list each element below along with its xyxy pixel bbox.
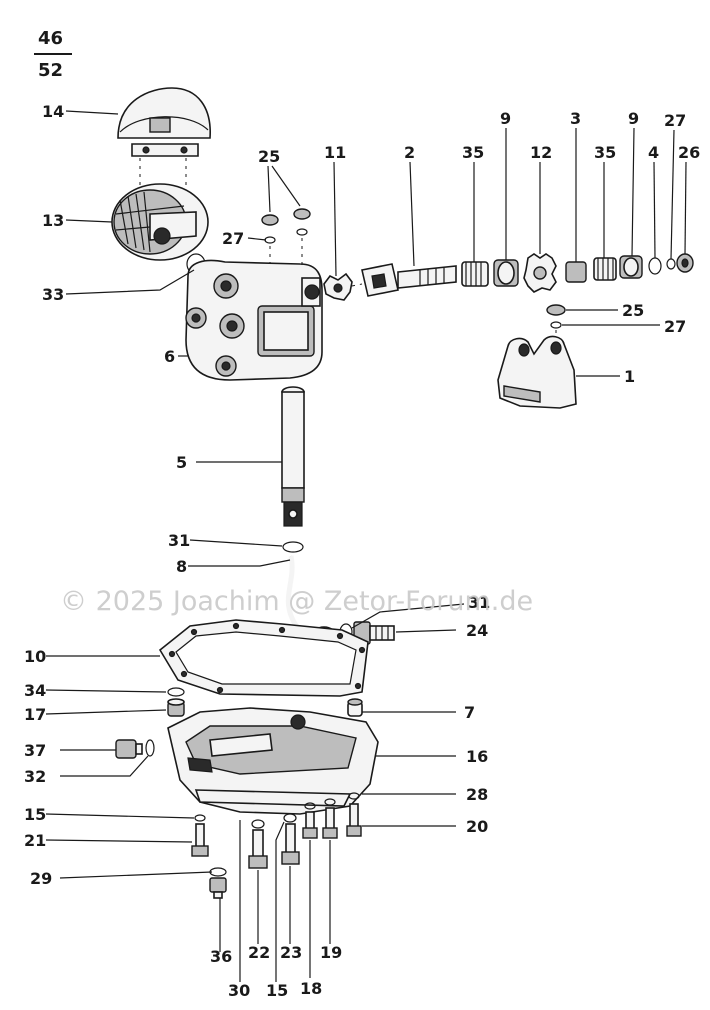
label-22: 22 <box>248 943 270 962</box>
label-7: 7 <box>464 703 475 722</box>
label-12: 12 <box>530 143 552 162</box>
part-20-bolt <box>346 792 362 837</box>
part-12-gear <box>523 253 557 293</box>
label-21: 21 <box>24 831 46 850</box>
part-5-tube <box>281 386 305 527</box>
label-9-left: 9 <box>500 109 511 128</box>
label-15-bottom: 15 <box>266 981 288 1000</box>
label-34: 34 <box>24 681 46 700</box>
label-16: 16 <box>466 747 488 766</box>
part-11-coupling <box>323 272 353 301</box>
label-9-right: 9 <box>628 109 639 128</box>
label-1: 1 <box>624 367 635 386</box>
label-8: 8 <box>176 557 187 576</box>
label-11: 11 <box>324 143 346 162</box>
label-14: 14 <box>42 102 64 121</box>
label-20: 20 <box>466 817 488 836</box>
part-21-bolt <box>191 814 209 857</box>
part-23-bolt <box>281 813 300 865</box>
part-10-gasket <box>158 619 369 697</box>
label-32: 32 <box>24 767 46 786</box>
label-35-left: 35 <box>462 143 484 162</box>
label-18: 18 <box>300 979 322 998</box>
label-35-right: 35 <box>594 143 616 162</box>
part-7-sleeve <box>347 698 363 717</box>
part-25-nut-left <box>261 208 311 226</box>
label-31-upper: 31 <box>168 531 190 550</box>
part-19-bolt <box>322 798 338 839</box>
label-23: 23 <box>280 943 302 962</box>
label-17: 17 <box>24 705 46 724</box>
part-25-nut-right <box>546 304 566 316</box>
label-5: 5 <box>176 453 187 472</box>
part-17-sleeve <box>167 698 185 717</box>
label-28: 28 <box>466 785 488 804</box>
part-16-base-housing <box>167 707 379 815</box>
label-4: 4 <box>648 143 659 162</box>
part-22-bolt <box>248 819 268 869</box>
part-35-bearing-right <box>593 257 617 281</box>
label-19: 19 <box>320 943 342 962</box>
part-14-cover <box>117 87 211 157</box>
part-4-ring <box>648 257 662 275</box>
label-3: 3 <box>570 109 581 128</box>
part-26-nut <box>676 253 694 273</box>
part-13-housing <box>111 183 209 261</box>
label-10: 10 <box>24 647 46 666</box>
label-2: 2 <box>404 143 415 162</box>
label-24: 24 <box>466 621 488 640</box>
part-27-washer-right <box>550 321 562 329</box>
part-3-spacer <box>565 261 587 283</box>
part-labels: 14 13 33 6 5 31 8 10 34 17 37 32 15 21 2… <box>24 102 700 1000</box>
part-6-pump-body <box>185 259 323 381</box>
part-9-bushing-left <box>493 259 519 287</box>
part-27-washer-top <box>666 258 676 270</box>
label-37: 37 <box>24 741 46 760</box>
part-27-washer-left <box>264 228 308 244</box>
part-9-bushing-right <box>619 255 643 279</box>
label-25-right: 25 <box>622 301 644 320</box>
part-37-plug <box>115 739 143 759</box>
label-27-top: 27 <box>664 111 686 130</box>
label-27-left: 27 <box>222 229 244 248</box>
label-29: 29 <box>30 869 52 888</box>
page-number-top: 46 <box>38 28 63 49</box>
label-6: 6 <box>164 347 175 366</box>
part-24-banjo-bolt <box>353 621 395 645</box>
label-36: 36 <box>210 947 232 966</box>
label-30: 30 <box>228 981 250 1000</box>
part-18-bolt <box>302 802 318 839</box>
label-13: 13 <box>42 211 64 230</box>
leader-lines <box>45 110 687 982</box>
label-33: 33 <box>42 285 64 304</box>
page-number: 46 52 <box>34 28 72 81</box>
watermark: © 2025 Joachim @ Zetor-Forum.de <box>60 586 533 617</box>
label-15-left: 15 <box>24 805 46 824</box>
label-25-left: 25 <box>258 147 280 166</box>
label-27-right: 27 <box>664 317 686 336</box>
label-26: 26 <box>678 143 700 162</box>
part-32-washer <box>145 739 155 757</box>
page-number-bottom: 52 <box>38 60 63 81</box>
label-31-lower: 31 <box>468 593 490 612</box>
part-1-bracket <box>497 335 577 409</box>
part-35-bearing-left <box>461 261 489 287</box>
part-2-shaft <box>361 263 457 297</box>
part-31-o-ring-upper <box>282 541 304 553</box>
part-34-ring <box>167 687 185 697</box>
part-36-drain-plug <box>209 867 227 899</box>
